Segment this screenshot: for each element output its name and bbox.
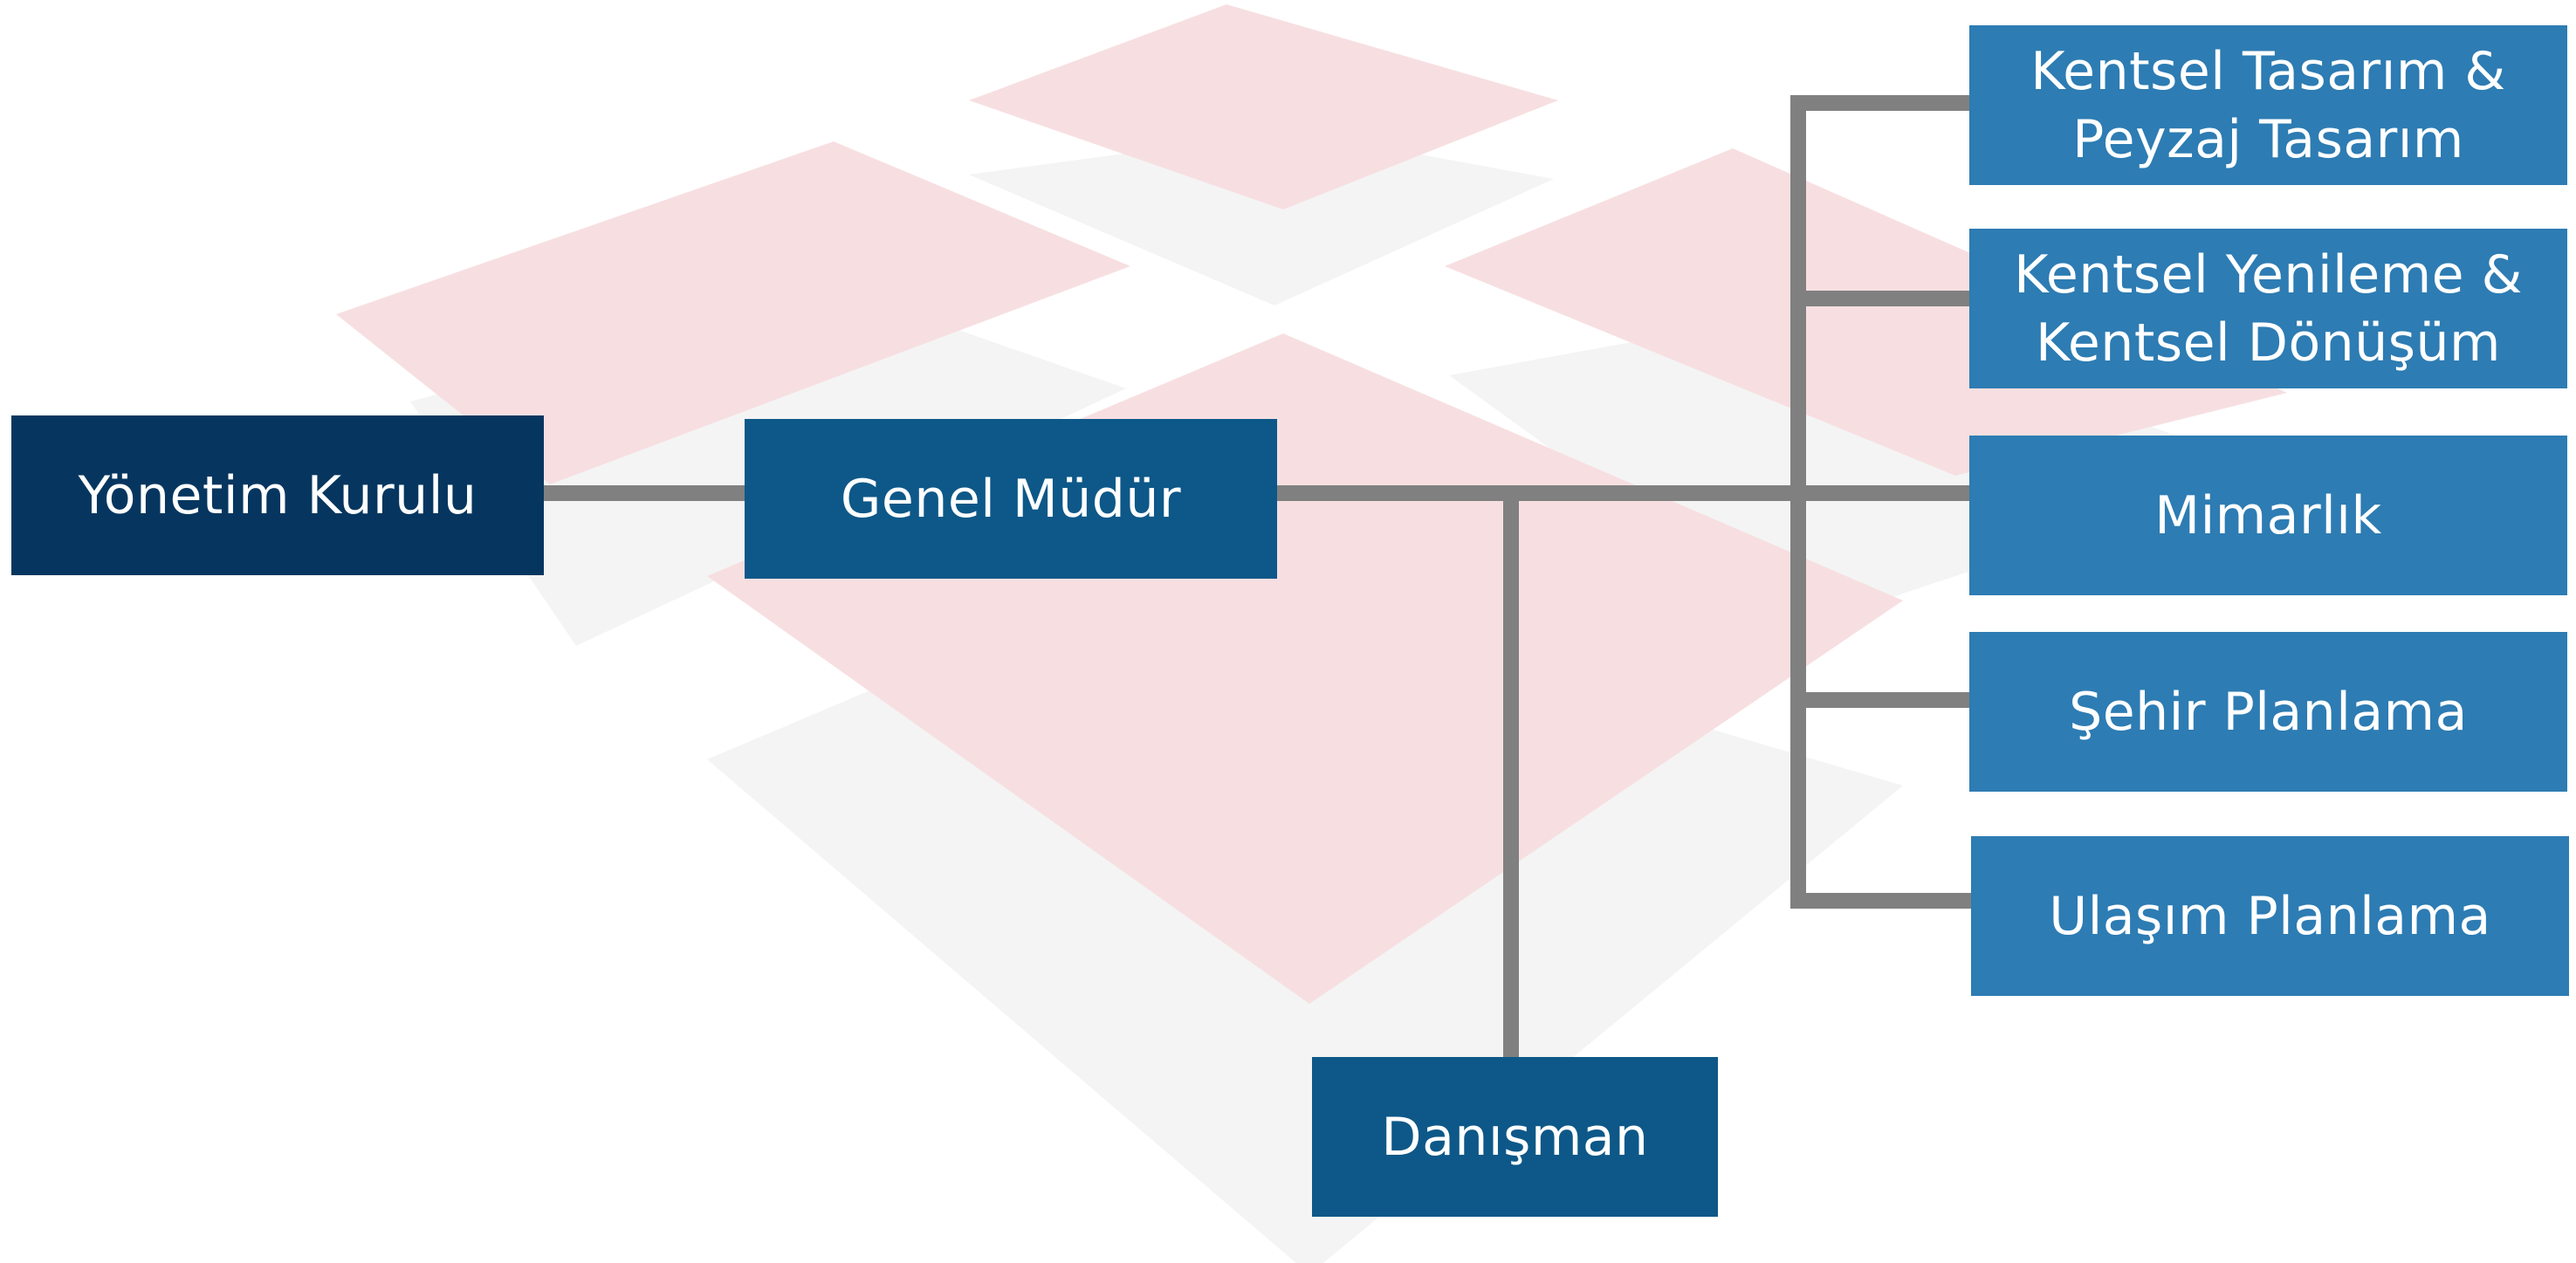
background-tile	[1445, 148, 2287, 476]
board-label: Yönetim Kurulu	[78, 464, 477, 526]
department-label: Şehir Planlama	[2069, 681, 2468, 743]
background-tile-shadow	[1449, 305, 2270, 628]
general-manager-node: Genel Müdür	[745, 419, 1277, 579]
background-tile-shadow	[969, 131, 1554, 305]
advisor-label: Danışman	[1381, 1106, 1649, 1168]
advisor-node: Danışman	[1312, 1057, 1718, 1217]
department-node: Şehir Planlama	[1969, 632, 2567, 792]
department-label: Kentsel Tasarım & Peyzaj Tasarım	[2030, 40, 2506, 170]
general-manager-label: Genel Müdür	[840, 468, 1182, 530]
board-node: Yönetim Kurulu	[11, 415, 544, 575]
department-label: Mimarlık	[2154, 484, 2382, 546]
background-tile	[336, 141, 1130, 484]
department-node: Kentsel Yenileme & Kentsel Dönüşüm	[1969, 229, 2567, 388]
department-node: Kentsel Tasarım & Peyzaj Tasarım	[1969, 25, 2567, 185]
department-label: Ulaşım Planlama	[2049, 885, 2491, 947]
department-label: Kentsel Yenileme & Kentsel Dönüşüm	[2014, 244, 2523, 374]
department-node: Ulaşım Planlama	[1971, 836, 2569, 996]
background-tile	[969, 4, 1558, 209]
department-node: Mimarlık	[1969, 436, 2567, 595]
